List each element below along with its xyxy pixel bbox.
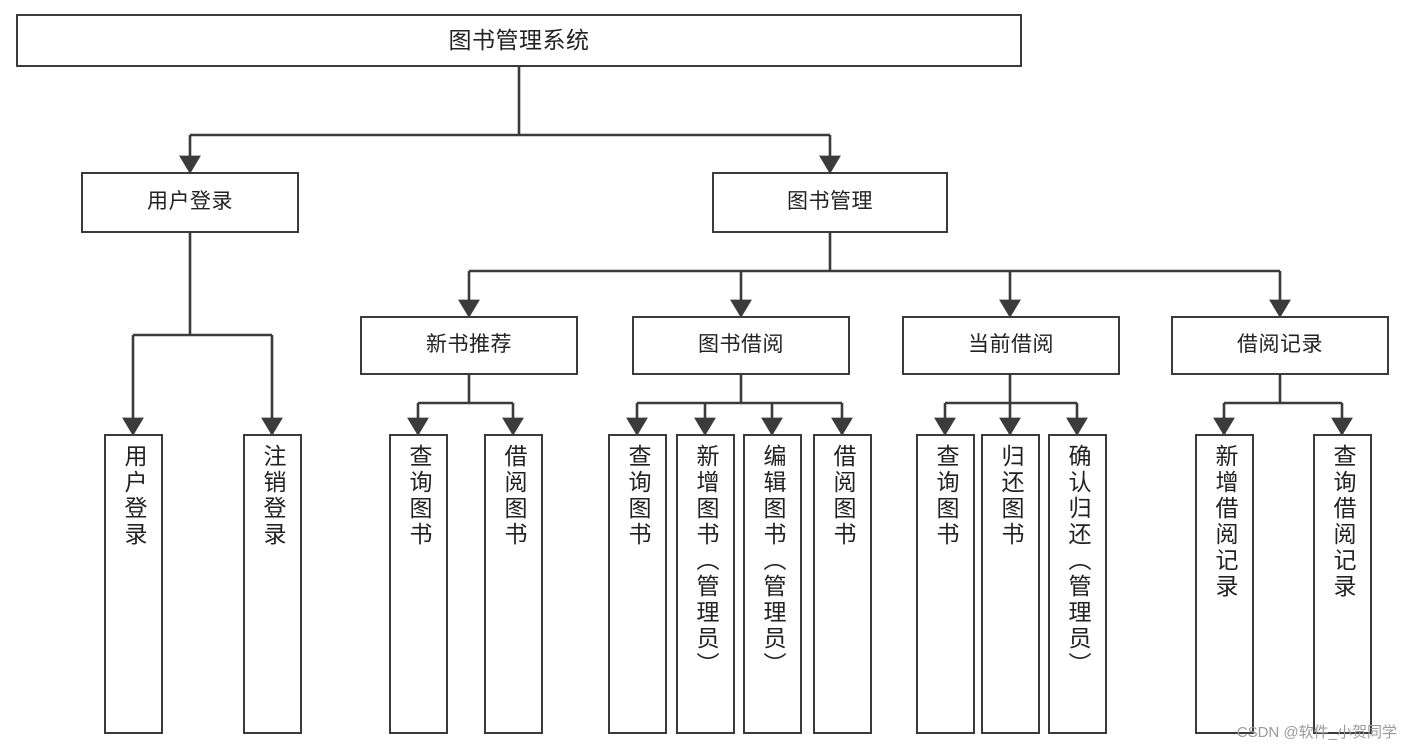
node-leaf-logout[interactable]: 注销登录	[243, 434, 302, 734]
node-leaf-current-query-book-label: 查询图书	[933, 444, 959, 548]
node-borrow-record[interactable]: 借阅记录	[1171, 316, 1389, 375]
node-new-book-recommend-label: 新书推荐	[426, 333, 512, 357]
node-leaf-return-book[interactable]: 归还图书	[981, 434, 1040, 734]
node-book-management-label: 图书管理	[787, 190, 873, 214]
node-leaf-return-book-label: 归还图书	[998, 444, 1024, 548]
node-leaf-current-query-book[interactable]: 查询图书	[916, 434, 975, 734]
node-current-borrow-label: 当前借阅	[968, 333, 1054, 357]
node-leaf-query-borrow-record-label: 查询借阅记录	[1330, 444, 1356, 600]
node-leaf-newbook-query-book-label: 查询图书	[406, 444, 432, 548]
node-book-management[interactable]: 图书管理	[712, 172, 948, 233]
node-borrow-record-label: 借阅记录	[1237, 333, 1323, 357]
node-leaf-user-login[interactable]: 用户登录	[104, 434, 163, 734]
node-new-book-recommend[interactable]: 新书推荐	[360, 316, 578, 375]
node-leaf-query-borrow-record[interactable]: 查询借阅记录	[1313, 434, 1372, 734]
node-leaf-edit-book-admin-label: 编辑图书（管理员）	[760, 444, 786, 678]
node-book-borrow[interactable]: 图书借阅	[632, 316, 850, 375]
node-user-login-label: 用户登录	[147, 190, 233, 214]
node-leaf-add-borrow-record[interactable]: 新增借阅记录	[1195, 434, 1254, 734]
watermark-text: CSDN @软件_小贺同学	[1236, 724, 1397, 741]
node-leaf-borrow-book-label: 借阅图书	[830, 444, 856, 548]
node-leaf-borrow-query-book[interactable]: 查询图书	[608, 434, 667, 734]
node-root-label: 图书管理系统	[448, 26, 590, 53]
node-leaf-newbook-borrow-book[interactable]: 借阅图书	[484, 434, 543, 734]
node-leaf-add-borrow-record-label: 新增借阅记录	[1212, 444, 1238, 600]
node-leaf-confirm-return-admin-label: 确认归还（管理员）	[1065, 444, 1091, 678]
node-user-login[interactable]: 用户登录	[81, 172, 299, 233]
node-leaf-newbook-borrow-book-label: 借阅图书	[501, 444, 527, 548]
node-leaf-borrow-query-book-label: 查询图书	[625, 444, 651, 548]
node-leaf-user-login-label: 用户登录	[121, 444, 147, 548]
node-leaf-add-book-admin[interactable]: 新增图书（管理员）	[676, 434, 735, 734]
node-leaf-add-book-admin-label: 新增图书（管理员）	[693, 444, 719, 678]
node-book-borrow-label: 图书借阅	[698, 333, 784, 357]
node-leaf-logout-label: 注销登录	[260, 444, 286, 548]
node-leaf-confirm-return-admin[interactable]: 确认归还（管理员）	[1048, 434, 1107, 734]
node-leaf-edit-book-admin[interactable]: 编辑图书（管理员）	[743, 434, 802, 734]
node-current-borrow[interactable]: 当前借阅	[902, 316, 1120, 375]
node-leaf-newbook-query-book[interactable]: 查询图书	[389, 434, 448, 734]
node-leaf-borrow-book[interactable]: 借阅图书	[813, 434, 872, 734]
node-root[interactable]: 图书管理系统	[16, 14, 1022, 67]
